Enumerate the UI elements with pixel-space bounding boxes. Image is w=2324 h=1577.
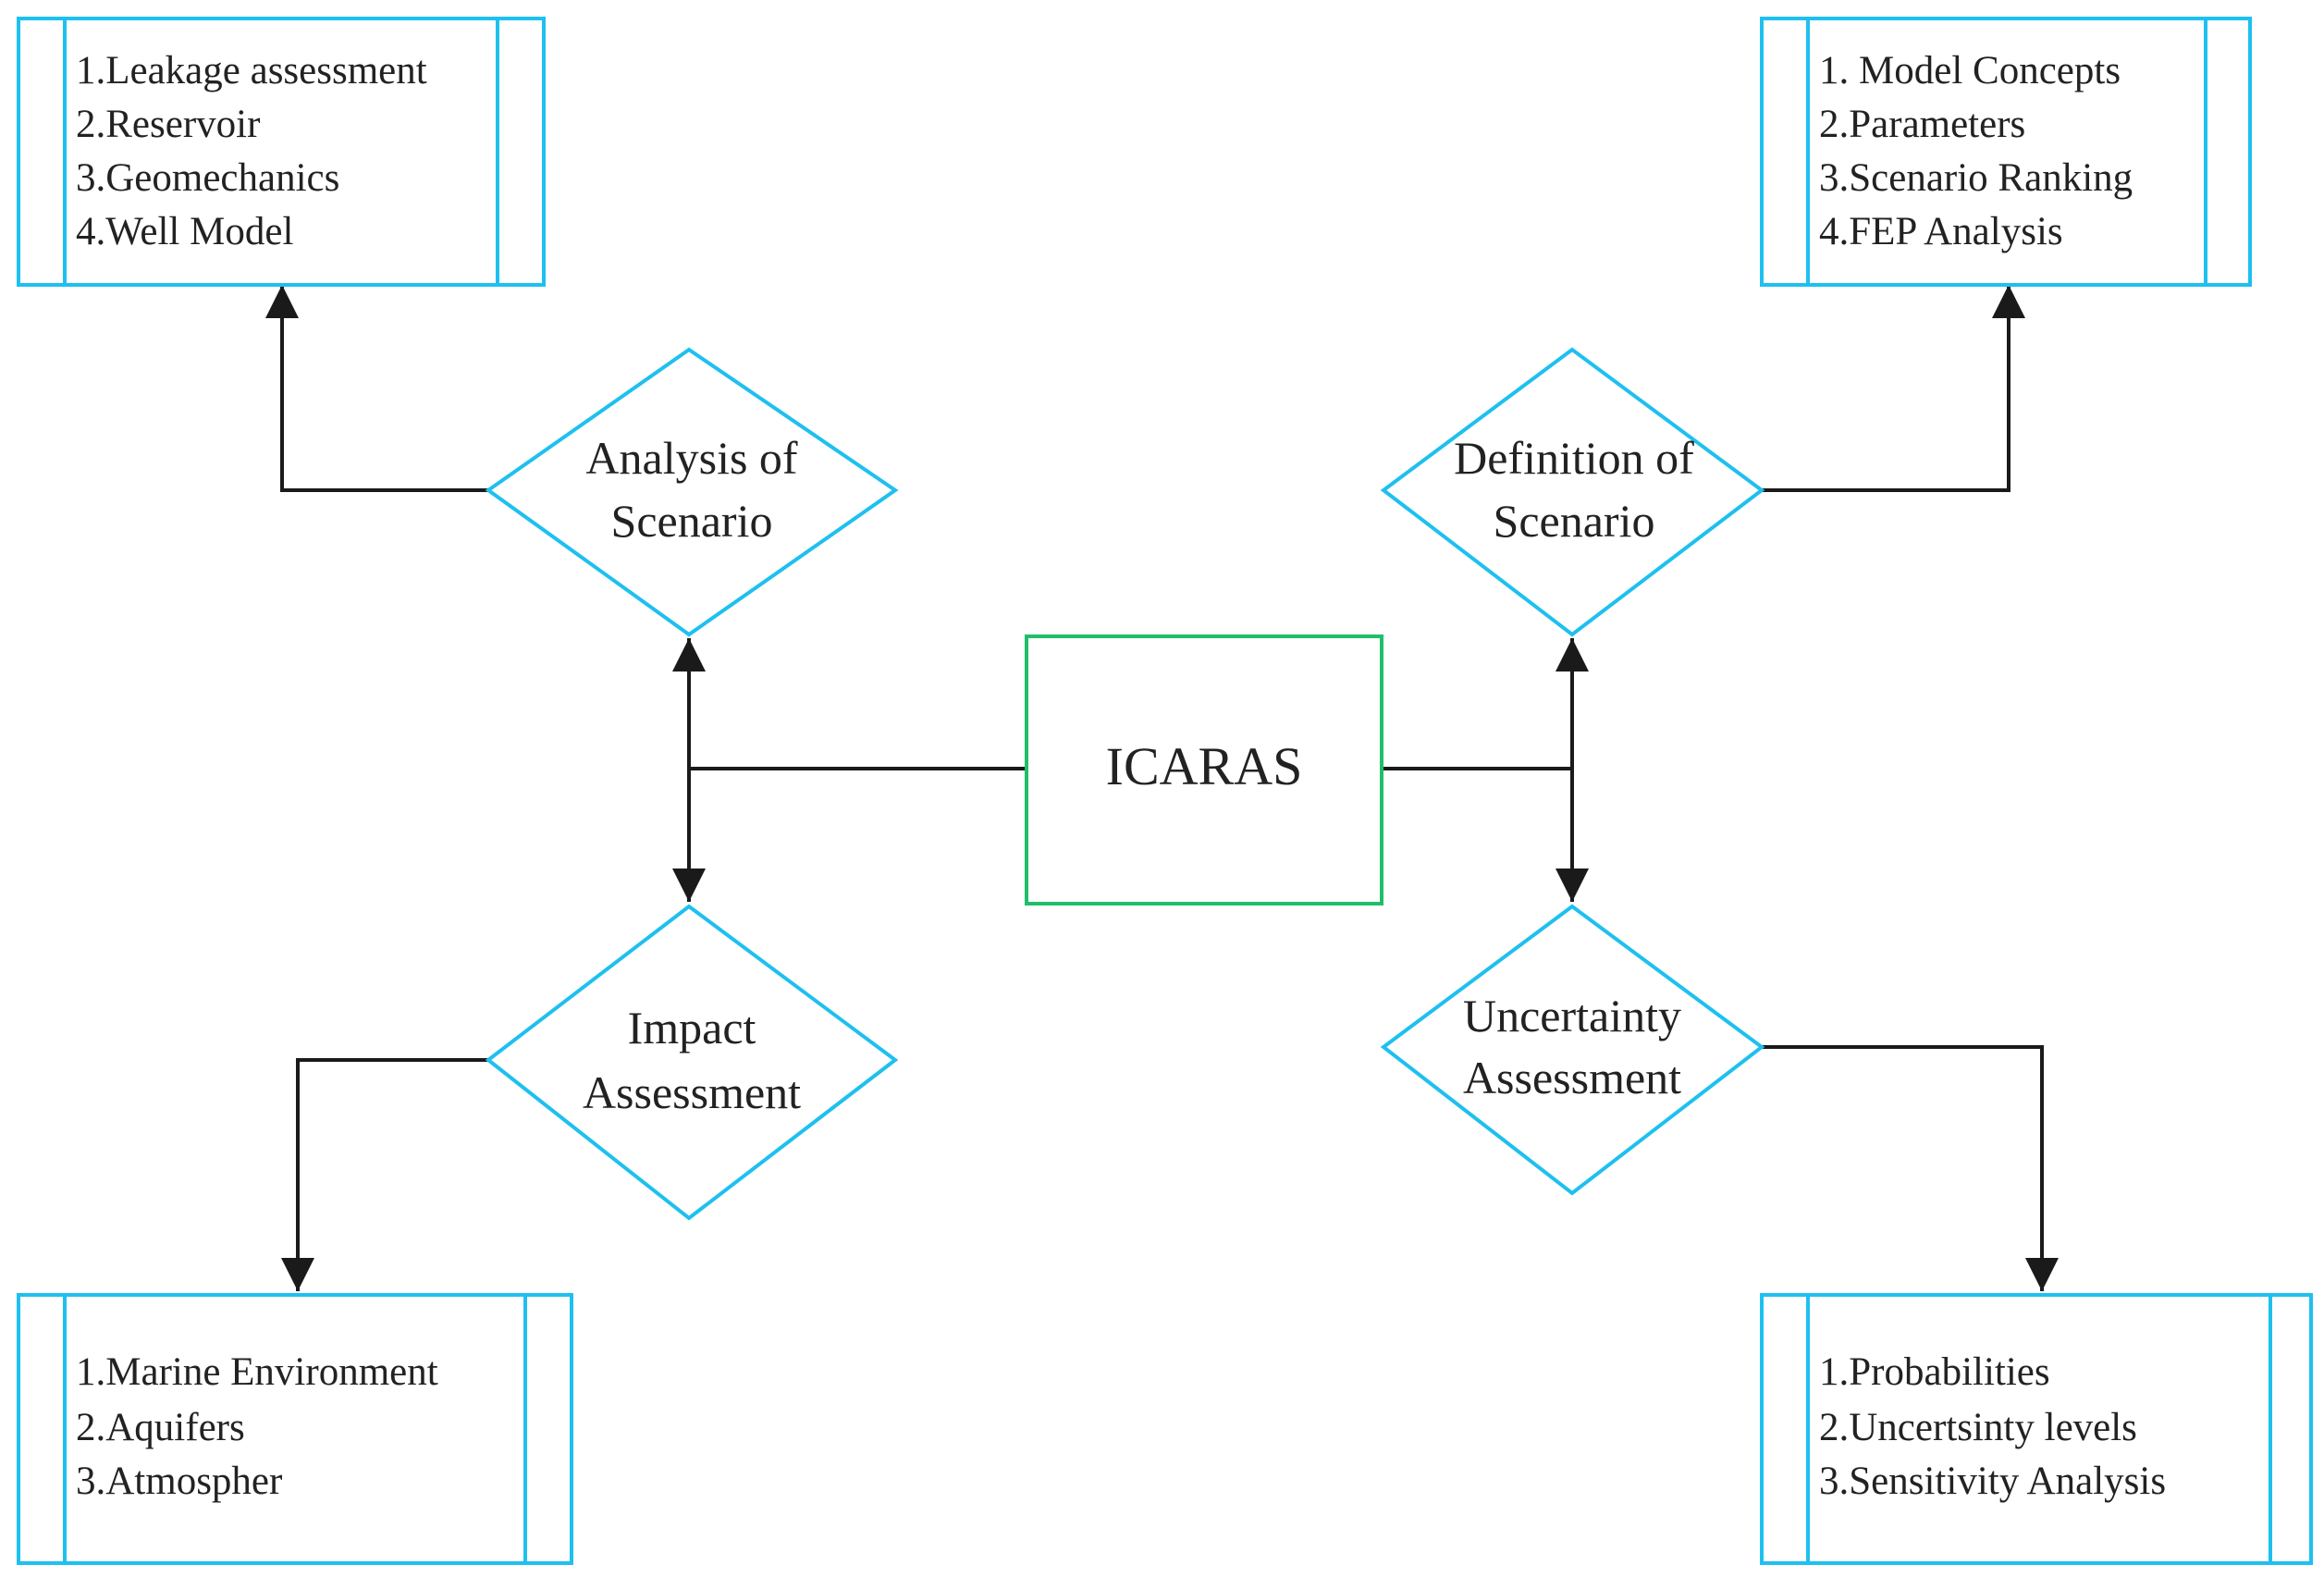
connector-definition-to-box: [1762, 285, 2025, 492]
diamond-uncertainty-line2: Assessment: [1463, 1052, 1681, 1103]
diamond-analysis-line2: Scenario: [611, 495, 773, 547]
box-analysis-border: [17, 17, 546, 287]
diamond-analysis-line1: Analysis of: [585, 432, 798, 484]
box-impact-details[interactable]: 1.Marine Environment 2.Aquifers 3.Atmosp…: [17, 1293, 573, 1565]
diamond-definition-line2: Scenario: [1494, 495, 1655, 547]
box-impact-item-1: 1.Marine Environment: [76, 1350, 438, 1394]
box-analysis-item-1: 1.Leakage assessment: [76, 49, 427, 92]
box-uncertainty-item-2: 2.Uncertsinty levels: [1819, 1406, 2137, 1449]
box-definition-item-4: 4.FEP Analysis: [1819, 210, 2063, 253]
box-definition-item-2: 2.Parameters: [1819, 103, 2025, 146]
box-definition-details[interactable]: 1. Model Concepts 2.Parameters 3.Scenari…: [1760, 17, 2252, 287]
box-analysis-details[interactable]: 1.Leakage assessment 2.Reservoir 3.Geome…: [17, 17, 546, 287]
box-uncertainty-item-1: 1.Probabilities: [1819, 1350, 2050, 1394]
diamond-impact-line1: Impact: [628, 1002, 756, 1053]
diamond-uncertainty-assessment[interactable]: Uncertainty Assessment: [1380, 904, 1765, 1196]
diamond-uncertainty-line1: Uncertainty: [1463, 990, 1681, 1041]
diamond-definition-line1: Definition of: [1454, 432, 1694, 484]
diamond-definition-shape: [1380, 347, 1765, 637]
connector-analysis-to-box: [265, 285, 488, 492]
box-analysis-item-3: 3.Geomechanics: [76, 156, 339, 200]
connector-uncertainty-to-box: [1762, 1045, 2059, 1291]
box-analysis-item-4: 4.Well Model: [76, 210, 293, 253]
diamond-impact-line2: Assessment: [583, 1066, 801, 1118]
diamond-definition-of-scenario[interactable]: Definition of Scenario: [1380, 347, 1765, 637]
box-impact-item-2: 2.Aquifers: [76, 1406, 245, 1449]
diamond-analysis-of-scenario[interactable]: Analysis of Scenario: [485, 347, 899, 637]
box-definition-border: [1760, 17, 2252, 287]
connectors: [265, 285, 2059, 1291]
box-uncertainty-item-3: 3.Sensitivity Analysis: [1819, 1460, 2166, 1503]
box-definition-item-3: 3.Scenario Ranking: [1819, 156, 2133, 200]
diamond-impact-shape: [485, 904, 899, 1221]
box-uncertainty-details[interactable]: 1.Probabilities 2.Uncertsinty levels 3.S…: [1760, 1293, 2313, 1565]
box-impact-border: [17, 1293, 573, 1565]
box-definition-item-1: 1. Model Concepts: [1819, 49, 2121, 92]
center-node-icaras[interactable]: ICARAS: [1025, 634, 1383, 906]
box-impact-item-3: 3.Atmospher: [76, 1460, 282, 1503]
connector-impact-to-box: [281, 1058, 488, 1291]
center-node-border: [1025, 634, 1383, 906]
box-analysis-item-2: 2.Reservoir: [76, 103, 260, 146]
diamond-analysis-shape: [485, 347, 899, 637]
center-node-label: ICARAS: [1106, 736, 1303, 796]
box-uncertainty-border: [1760, 1293, 2313, 1565]
diamond-uncertainty-shape: [1380, 904, 1765, 1196]
diamond-impact-assessment[interactable]: Impact Assessment: [485, 904, 899, 1221]
